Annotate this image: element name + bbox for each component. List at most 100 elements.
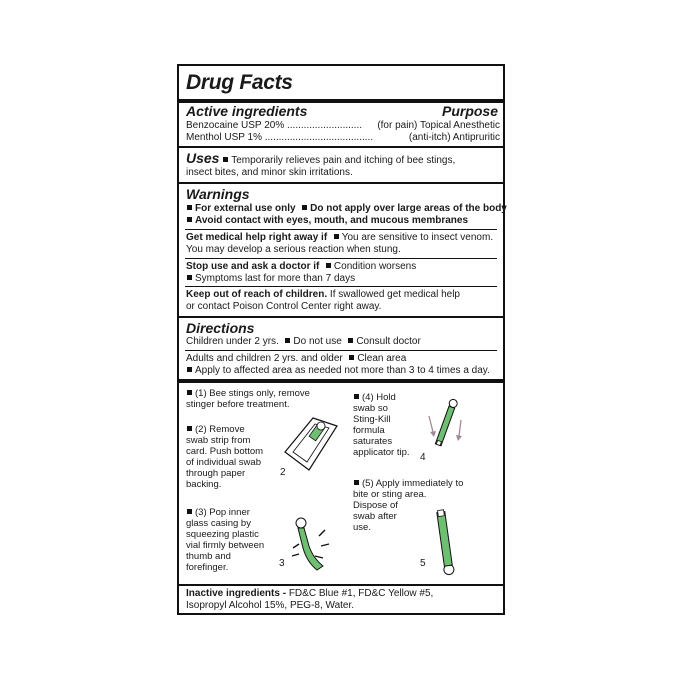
- ingredient-dots: ...........................: [287, 120, 363, 131]
- directions-line: Children under 2 yrs. Do not use Consult…: [186, 336, 421, 348]
- divider: [185, 350, 497, 351]
- stop-use-label: Stop use and ask a doctor if: [186, 261, 320, 272]
- bullet-icon: [302, 205, 308, 211]
- step-text: (3) Pop inner: [195, 507, 250, 518]
- bullet-icon: [187, 509, 192, 515]
- step-text: (2) Remove: [195, 424, 245, 435]
- step-text: stinger before treatment.: [186, 399, 290, 410]
- page-title: Drug Facts: [186, 71, 293, 94]
- directions-text: Adults and children 2 yrs. and older: [186, 353, 343, 364]
- bullet-icon: [187, 275, 192, 281]
- divider: [179, 182, 503, 184]
- keep-out-line: Keep out of reach of children. If swallo…: [186, 289, 460, 301]
- step-text: (4) Hold: [362, 392, 396, 403]
- divider: [185, 229, 497, 230]
- step-text: swab so: [353, 403, 388, 414]
- step-text: Dispose of: [353, 500, 398, 511]
- bullet-icon: [354, 394, 359, 400]
- swab-card-illustration: [284, 417, 338, 471]
- ingredient-dots: .......................................: [264, 132, 374, 143]
- stop-use-line: Stop use and ask a doctor if Condition w…: [186, 261, 416, 273]
- bullet-icon: [187, 426, 192, 432]
- inactive-line: Inactive ingredients - FD&C Blue #1, FD&…: [186, 588, 433, 600]
- step-text: forefinger.: [186, 562, 229, 573]
- bullet-icon: [354, 480, 359, 486]
- divider: [185, 286, 497, 287]
- step-text: backing.: [186, 479, 222, 490]
- divider: [179, 316, 503, 318]
- ingredient-row: Menthol USP 1% .........................…: [186, 132, 500, 144]
- step-text: formula: [353, 425, 385, 436]
- step-1: (1) Bee stings only, remove stinger befo…: [186, 388, 310, 410]
- uses-heading: Uses: [186, 150, 220, 166]
- step-text: swab after: [353, 511, 397, 522]
- inactive-text: Isopropyl Alcohol 15%, PEG-8, Water.: [186, 600, 355, 611]
- step-text: (1) Bee stings only, remove: [195, 388, 310, 399]
- step-text: thumb and: [186, 551, 231, 562]
- figure-number: 4: [420, 452, 426, 463]
- directions-text: Apply to affected area as needed not mor…: [195, 365, 490, 376]
- bullet-icon: [333, 234, 339, 240]
- warning-line: Avoid contact with eyes, mouth, and muco…: [186, 215, 468, 227]
- divider: [185, 258, 497, 259]
- ingredient-name: Benzocaine USP 20%: [186, 120, 285, 131]
- medical-help-label: Get medical help right away if: [186, 232, 328, 243]
- warning-text: For external use only: [195, 203, 296, 214]
- hold-swab-illustration: [428, 398, 462, 447]
- medical-help-line: Get medical help right away if You are s…: [186, 232, 493, 244]
- directions-text: Consult doctor: [356, 336, 421, 347]
- bullet-icon: [285, 338, 291, 344]
- divider: [179, 146, 503, 148]
- bullet-icon: [187, 367, 192, 373]
- step-text: vial firmly between: [186, 540, 265, 551]
- active-ingredients-heading: Active ingredients: [186, 103, 308, 119]
- uses-text: insect bites, and minor skin irritations…: [186, 167, 353, 178]
- step-4: (4) Hold swab so Sting-Kill formula satu…: [353, 392, 410, 458]
- keep-out-text: or contact Poison Control Center right a…: [186, 301, 382, 312]
- divider: [179, 379, 503, 383]
- bullet-icon: [187, 217, 192, 223]
- warning-text: Do not apply over large areas of the bod…: [310, 203, 507, 214]
- bullet-icon: [223, 157, 229, 163]
- divider: [179, 99, 503, 103]
- step-5: (5) Apply immediately to bite or sting a…: [353, 478, 463, 533]
- step-text: applicator tip.: [353, 447, 410, 458]
- bullet-icon: [348, 338, 354, 344]
- ingredient-purpose: (anti-itch) Antipruritic: [408, 132, 500, 143]
- ingredient-name: Menthol USP 1%: [186, 132, 262, 143]
- purpose-heading: Purpose: [441, 103, 498, 119]
- step-text: card. Push bottom: [186, 446, 264, 457]
- directions-text: Clean area: [357, 353, 407, 364]
- warnings-heading: Warnings: [186, 186, 250, 202]
- directions-text: Children under 2 yrs.: [186, 336, 279, 347]
- medical-help-text: You may develop a serious reaction when …: [186, 244, 401, 255]
- step-text: squeezing plastic: [186, 529, 259, 540]
- bullet-icon: [187, 205, 192, 211]
- ingredient-row: Benzocaine USP 20% .....................…: [186, 120, 500, 132]
- step-text: through paper: [186, 468, 246, 479]
- keep-out-text: If swallowed get medical help: [329, 289, 460, 300]
- figure-number: 2: [280, 467, 286, 478]
- directions-heading: Directions: [186, 320, 255, 336]
- bullet-icon: [187, 390, 192, 396]
- keep-out-label: Keep out of reach of children.: [186, 289, 328, 300]
- directions-line: Adults and children 2 yrs. and older Cle…: [186, 353, 406, 365]
- step-text: (5) Apply immediately to: [362, 478, 464, 489]
- warning-line: For external use only Do not apply over …: [186, 203, 507, 215]
- step-text: use.: [353, 522, 371, 533]
- stop-use-text: Symptoms last for more than 7 days: [195, 273, 356, 284]
- bullet-icon: [349, 355, 355, 361]
- step-3: (3) Pop inner glass casing by squeezing …: [186, 507, 264, 573]
- figure-number: 5: [420, 558, 426, 569]
- step-text: of individual swab: [186, 457, 261, 468]
- figure-number: 3: [279, 558, 285, 569]
- inactive-text: FD&C Blue #1, FD&C Yellow #5,: [288, 588, 434, 599]
- step-text: swab strip from: [186, 435, 251, 446]
- bullet-icon: [325, 263, 331, 269]
- drug-facts-panel: Drug Facts Active ingredients Purpose Be…: [177, 64, 507, 615]
- warning-text: Avoid contact with eyes, mouth, and muco…: [195, 215, 469, 226]
- divider: [179, 584, 503, 586]
- step-text: glass casing by: [186, 518, 251, 529]
- apply-swab-illustration: [436, 509, 455, 576]
- ingredient-purpose: (for pain) Topical Anesthetic: [377, 120, 500, 131]
